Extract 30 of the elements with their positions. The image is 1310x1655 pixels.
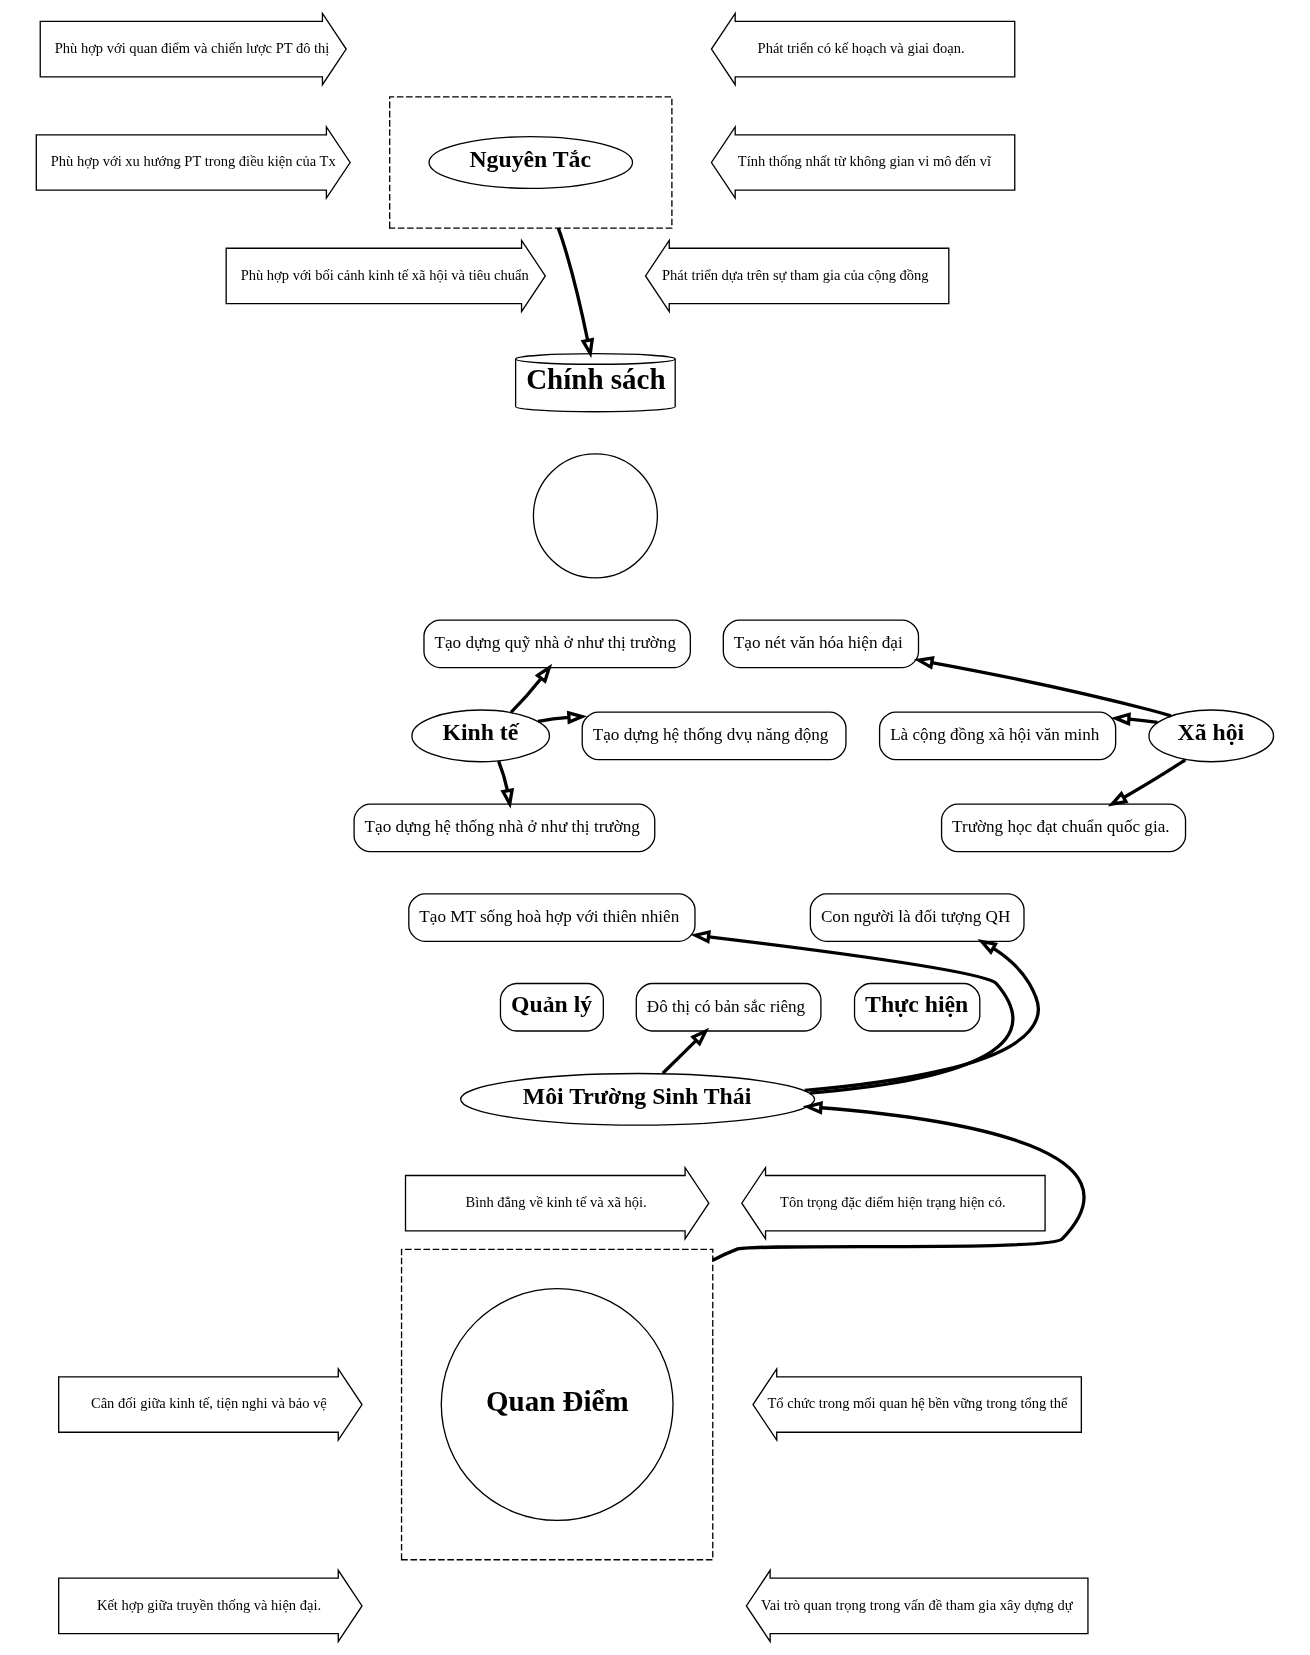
arrow xyxy=(556,227,595,359)
node-ellipse: Xã hội xyxy=(1148,709,1275,763)
node-box: Tạo nét văn hóa hiện đại xyxy=(722,619,920,669)
arrow xyxy=(804,939,1040,1093)
arrow xyxy=(712,1100,1086,1262)
node-box: Là cộng đồng xã hội văn minh xyxy=(878,711,1117,761)
arrow xyxy=(1110,712,1158,727)
node-ellipse: Môi Trường Sinh Thái xyxy=(459,1072,816,1126)
node-circle xyxy=(532,453,659,579)
node-ellipse: Kinh tế xyxy=(411,709,551,763)
node-box: Con người là đối tượng QH xyxy=(809,893,1025,942)
cluster xyxy=(389,96,673,229)
node-box: Tạo dựng hệ thống nhà ở như thị trường xyxy=(353,803,656,853)
node-box: Đô thị có bản sắc riêng xyxy=(635,982,822,1032)
arrow xyxy=(661,1027,710,1075)
node-box: Tạo dựng quỹ nhà ở như thị trường xyxy=(423,619,691,669)
node-box: Trường học đạt chuẩn quốc gia. xyxy=(940,803,1187,853)
arrow xyxy=(1107,758,1187,807)
arrow xyxy=(497,760,515,809)
arrow xyxy=(913,656,1172,718)
node-box: Tạo MT sống hoà hợp với thiên nhiên xyxy=(408,893,696,942)
node-box: Tạo dựng hệ thống dvụ năng động xyxy=(581,711,847,761)
node-box: Quản lý xyxy=(499,982,604,1032)
node-circle: Quan Điểm xyxy=(440,1288,674,1522)
arrow xyxy=(509,663,553,714)
arrow xyxy=(690,930,1015,1095)
cluster xyxy=(400,1248,714,1561)
node-box: Thực hiện xyxy=(853,982,981,1032)
arrow xyxy=(537,710,588,725)
node-ellipse: Nguyên Tắc xyxy=(428,136,634,189)
